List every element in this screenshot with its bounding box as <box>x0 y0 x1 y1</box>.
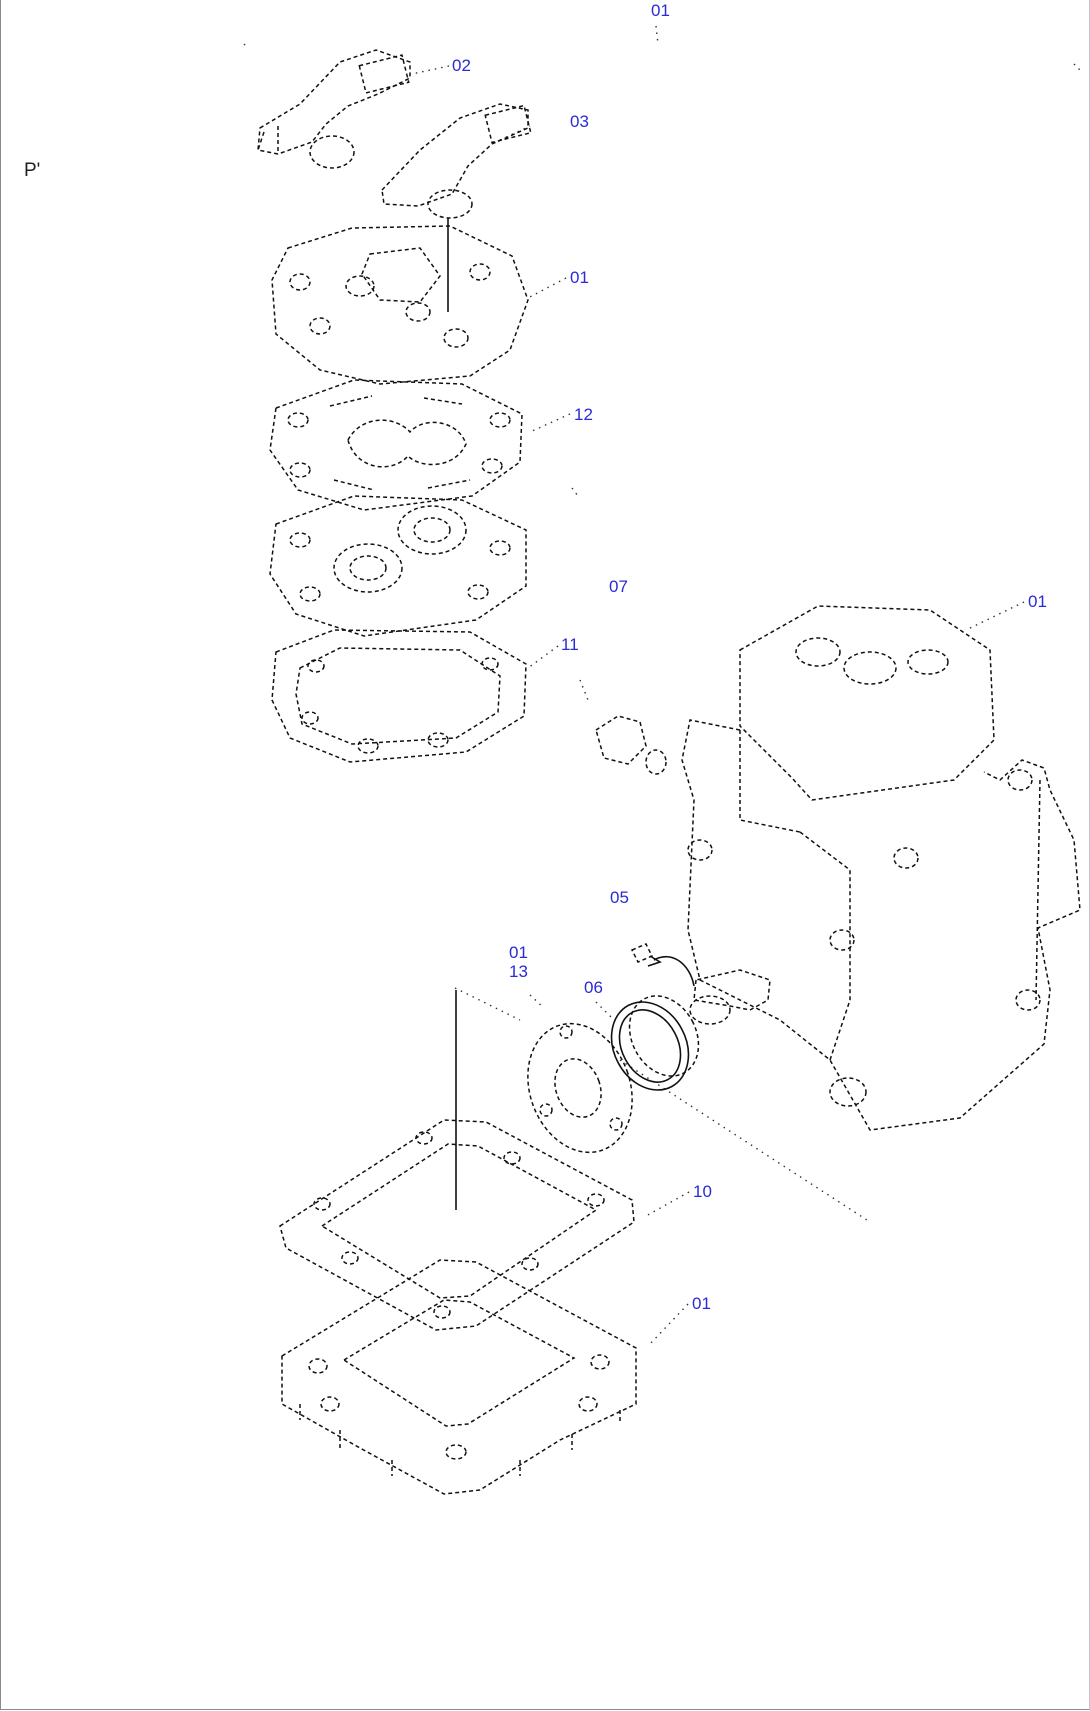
prefix-text: P' <box>24 160 40 181</box>
callout-base-01[interactable]: 01 <box>692 1294 711 1313</box>
base-cover-01-part <box>281 1259 637 1495</box>
seal-06-part <box>610 995 700 1091</box>
callout-flange-01[interactable]: 01 <box>509 943 528 962</box>
plate-12-part <box>269 379 523 511</box>
callout-housing-01[interactable]: 01 <box>1028 592 1047 611</box>
gear-plate-07-part <box>269 495 527 637</box>
callout-seal-06[interactable]: 06 <box>584 978 603 997</box>
leader-lines <box>243 25 1081 1345</box>
callout-plate-12[interactable]: 12 <box>574 405 593 424</box>
housing-01-part <box>681 605 1081 1131</box>
callout-plug-02[interactable]: 02 <box>452 56 471 75</box>
drain-plug-part <box>595 715 667 775</box>
callout-gasket-11[interactable]: 11 <box>561 635 579 654</box>
plug-02-part <box>257 49 411 169</box>
gasket-11-part <box>271 629 527 763</box>
gasket-10-part <box>279 1119 635 1331</box>
callout-plug-03[interactable]: 03 <box>570 112 589 131</box>
cover-01-part <box>271 225 529 385</box>
key-05-part <box>630 943 695 987</box>
plug-03-part <box>381 103 532 312</box>
flange-13-part <box>527 1022 633 1154</box>
callout-cover-01[interactable]: 01 <box>570 268 589 287</box>
callout-gasket-10[interactable]: 10 <box>693 1182 712 1201</box>
callout-gear-07[interactable]: 07 <box>609 577 628 596</box>
callout-top-01[interactable]: 01 <box>651 1 670 20</box>
callout-key-05[interactable]: 05 <box>610 888 629 907</box>
callout-flange-13[interactable]: 13 <box>509 962 528 981</box>
